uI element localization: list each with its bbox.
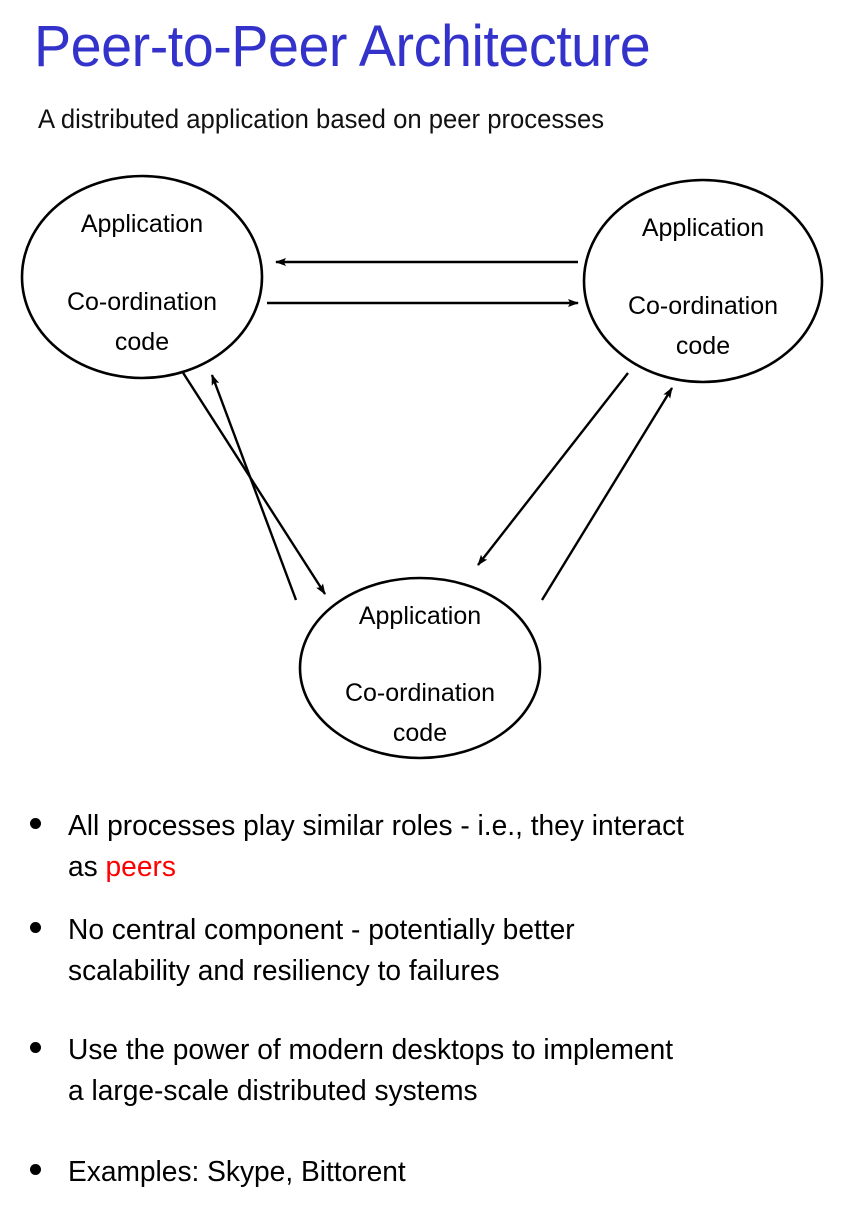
text-segment: All processes play similar roles - i.e.,… [68,810,684,883]
peer-right-line1: Application [642,214,764,242]
list-item: Use the power of modern desktops to impl… [0,1030,847,1112]
diagram-svg: Application Co-ordination code Applicati… [20,174,824,760]
peer-bottom-line3: code [393,719,447,747]
peer-right-line3: code [676,332,730,360]
edge-bottom-to-left [210,374,298,601]
peer-node-left[interactable] [20,174,264,380]
edge-bottom-to-right [540,387,674,601]
peer-bottom-line2: Co-ordination [345,679,495,707]
list-item: No central component - potentially bette… [0,910,847,992]
list-item-text: Use the power of modern desktops to impl… [68,1030,689,1112]
peer-to-peer-diagram: Application Co-ordination code Applicati… [0,160,847,800]
list-item: Examples: Skype, Bittorent [0,1152,847,1193]
bullet-point-icon [30,1164,41,1175]
peer-left-line3: code [115,328,169,356]
bullet-list: All processes play similar roles - i.e.,… [0,806,847,1193]
text-segment: Examples: Skype, Bittorent [68,1156,406,1188]
peer-bottom-line1: Application [359,602,481,630]
peer-left-line2: Co-ordination [67,288,217,316]
list-item-text: No central component - potentially bette… [68,910,689,992]
peer-right-line2: Co-ordination [628,292,778,320]
peer-node-right[interactable] [582,178,824,384]
bullet-point-icon [30,818,41,829]
list-item-text: Examples: Skype, Bittorent [68,1152,689,1193]
page-subtitle: A distributed application based on peer … [38,104,605,134]
edge-left-to-bottom [178,367,327,595]
bullet-point-icon [30,1042,41,1053]
list-item: All processes play similar roles - i.e.,… [0,806,847,888]
peer-node-bottom[interactable] [298,576,542,760]
page-title: Peer-to-Peer Architecture [34,14,651,79]
bullet-point-icon [30,922,41,933]
edge-right-to-bottom [477,372,629,566]
list-item-text: All processes play similar roles - i.e.,… [68,806,689,888]
text-segment: No central component - potentially bette… [68,914,575,987]
peer-left-line1: Application [81,210,203,238]
text-segment: Use the power of modern desktops to impl… [68,1034,674,1107]
highlighted-term: peers [105,851,176,883]
